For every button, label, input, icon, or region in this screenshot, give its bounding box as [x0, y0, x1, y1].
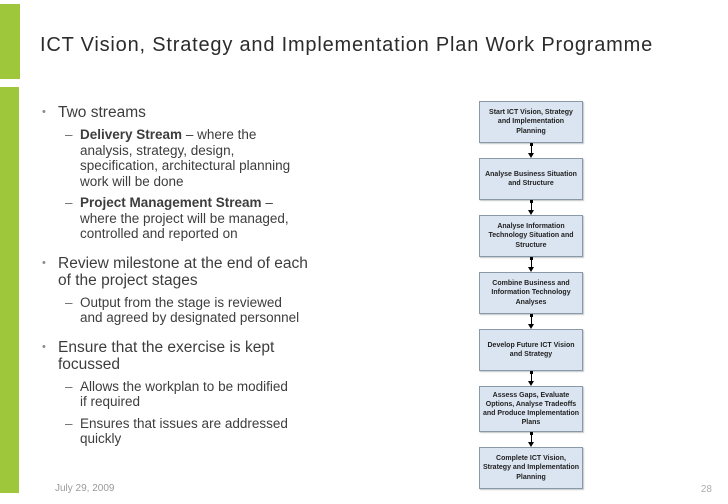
arrow-head [527, 381, 534, 386]
flowchart-box: Combine Business and Information Technol… [479, 272, 583, 314]
bullet-item: – Delivery Stream – where the analysis, … [65, 127, 402, 189]
dash-icon: – [65, 195, 73, 211]
bullet-text: Project Management Stream – where the pr… [80, 195, 289, 242]
bullet-icon: • [42, 340, 46, 353]
arrow-line [530, 432, 532, 443]
arrow-head [527, 324, 534, 329]
flowchart-box-text: Analyse Information Technology Situation… [488, 223, 574, 249]
bullet-bold-lead: Project Management Stream [80, 195, 262, 211]
bullet-bold-lead: Delivery Stream [80, 127, 183, 143]
dash-icon: – [65, 415, 73, 431]
down-arrow-connector-icon [527, 257, 535, 272]
bullet-item: • Two streams [42, 104, 402, 121]
green-accent-bar-side [0, 87, 19, 493]
flowchart-box: Develop Future ICT Vision and Strategy [479, 329, 583, 371]
flowchart-box-text: Combine Business and Information Technol… [491, 280, 571, 306]
arrow-head [527, 267, 534, 272]
flowchart-box-text: Complete ICT Vision, Strategy and Implem… [482, 455, 580, 481]
down-arrow-connector-icon [527, 143, 535, 158]
bullet-text: Two streams [58, 104, 146, 121]
bullet-list: • Two streams – Delivery Stream – where … [42, 104, 402, 447]
bullet-text: Output from the stage is reviewed and ag… [80, 294, 300, 326]
bullet-item: – Project Management Stream – where the … [65, 195, 402, 242]
dash-icon: – [65, 378, 73, 394]
down-arrow-connector-icon [527, 371, 535, 386]
flowchart-box-text: Assess Gaps, Evaluate Options, Analyse T… [482, 391, 580, 427]
slide-title: ICT Vision, Strategy and Implementation … [40, 34, 654, 56]
bullet-icon: • [42, 106, 46, 118]
bullet-item: – Output from the stage is reviewed and … [65, 295, 402, 326]
green-accent-bar-top [0, 4, 20, 79]
bullet-text: Delivery Stream – where the analysis, st… [80, 127, 290, 189]
flowchart-box: Complete ICT Vision, Strategy and Implem… [479, 447, 583, 489]
arrow-line [530, 371, 532, 382]
flowchart-box-text: Analyse Business Situation and Structure [485, 170, 577, 187]
bullet-icon: • [42, 256, 46, 269]
bullet-rest: – where the analysis, strategy, design, … [80, 127, 291, 189]
flowchart-box: Assess Gaps, Evaluate Options, Analyse T… [479, 386, 583, 432]
bullet-text: Allows the workplan to be modified if re… [80, 378, 288, 410]
bullet-text: Ensure that the exercise is kept focusse… [58, 338, 275, 373]
flowchart-box: Analyse Business Situation and Structure [479, 158, 583, 200]
bullet-item: – Ensures that issues are addressed quic… [65, 416, 402, 447]
flowchart-box-text: Start ICT Vision, Strategy and Implement… [489, 109, 573, 135]
flowchart-box: Analyse Information Technology Situation… [479, 215, 583, 257]
arrow-line [530, 143, 532, 154]
flowchart-box-text: Develop Future ICT Vision and Strategy [487, 341, 575, 358]
down-arrow-connector-icon [527, 314, 535, 329]
arrow-head [527, 442, 534, 447]
down-arrow-connector-icon [527, 432, 535, 447]
dash-icon: – [65, 127, 73, 143]
footer-page-number: 28 [700, 484, 712, 495]
arrow-head [527, 210, 534, 215]
arrow-line [530, 314, 532, 325]
down-arrow-connector-icon [527, 200, 535, 215]
flowchart-box: Start ICT Vision, Strategy and Implement… [479, 101, 583, 143]
arrow-line [530, 200, 532, 211]
dash-icon: – [65, 294, 73, 310]
arrow-head [527, 153, 534, 158]
bullet-item: • Ensure that the exercise is kept focus… [42, 339, 402, 373]
bullet-text: Ensures that issues are addressed quickl… [80, 415, 288, 447]
footer-date: July 29, 2009 [55, 483, 115, 494]
bullet-text: Review milestone at the end of each of t… [58, 254, 308, 289]
bullet-rest: – where the project will be managed, con… [80, 195, 289, 242]
bullet-item: • Review milestone at the end of each of… [42, 255, 402, 289]
bullet-item: – Allows the workplan to be modified if … [65, 379, 402, 410]
arrow-line [530, 257, 532, 268]
flowchart: Start ICT Vision, Strategy and Implement… [479, 101, 583, 489]
